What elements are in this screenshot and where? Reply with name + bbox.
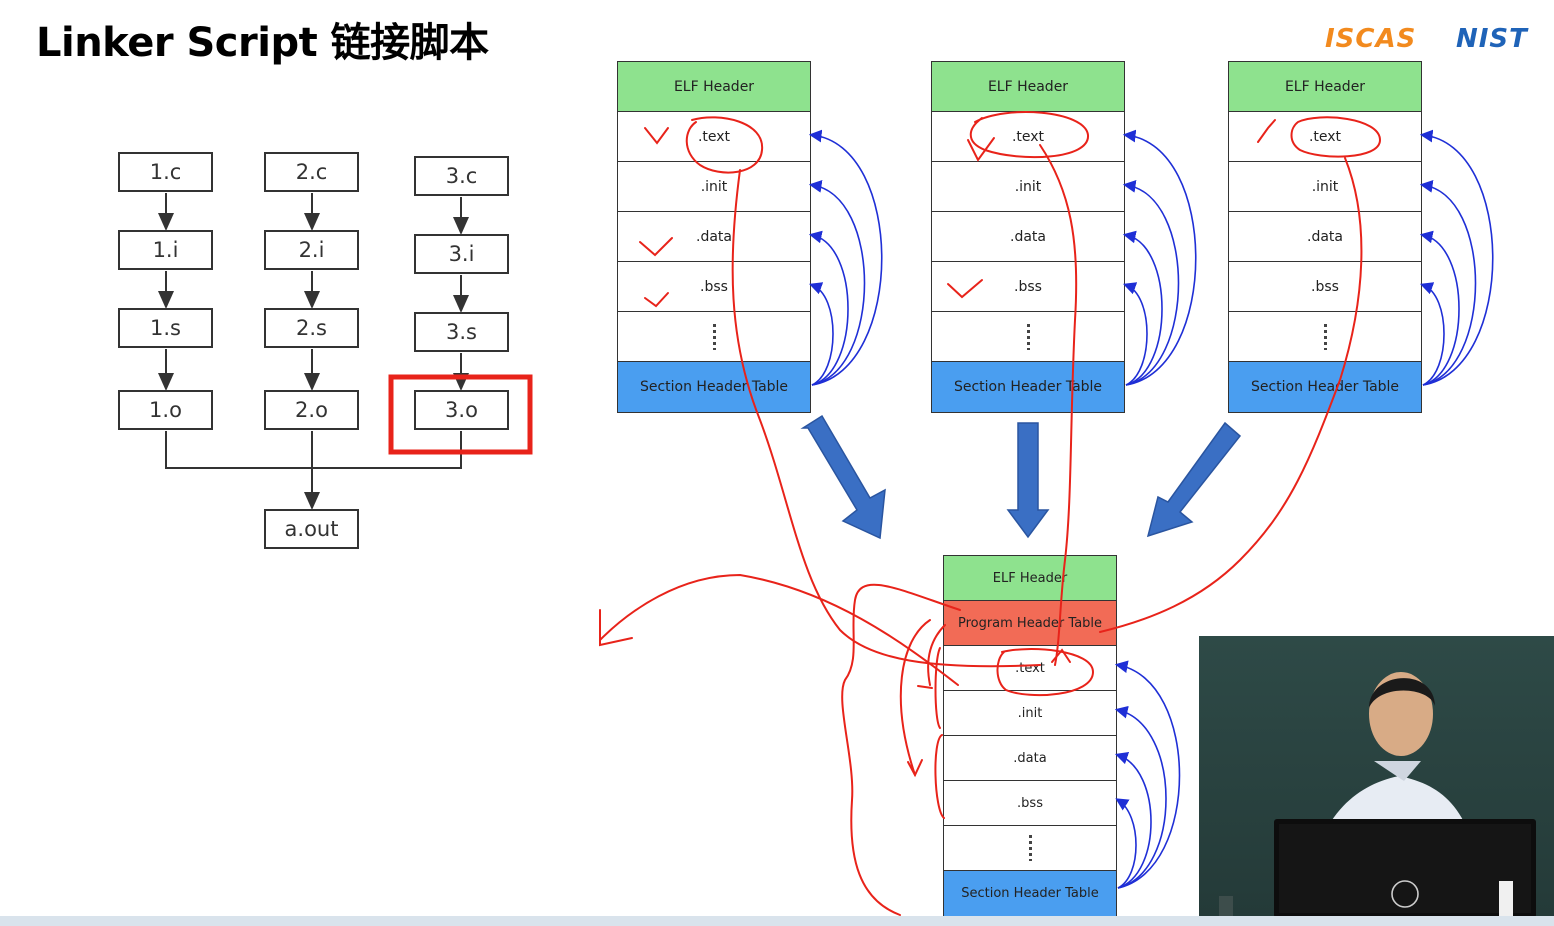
section-ellipsis	[618, 312, 810, 362]
section-data: .data	[944, 736, 1116, 781]
vertical-ellipsis-icon	[1026, 323, 1030, 350]
section-init: .init	[618, 162, 810, 212]
flow-node-1s: 1.s	[118, 308, 213, 348]
program-header-table: Program Header Table	[944, 601, 1116, 646]
flow-node-3c: 3.c	[414, 156, 509, 196]
vertical-ellipsis-icon	[712, 323, 716, 350]
flow-node-2c: 2.c	[264, 152, 359, 192]
elf-input-3: ELF Header .text .init .data .bss Sectio…	[1228, 61, 1422, 413]
section-text: .text	[932, 112, 1124, 162]
flow-node-1o: 1.o	[118, 390, 213, 430]
flow-node-3i: 3.i	[414, 234, 509, 274]
section-bss: .bss	[618, 262, 810, 312]
section-header-table: Section Header Table	[932, 362, 1124, 412]
elf-input-1: ELF Header .text .init .data .bss Sectio…	[617, 61, 811, 413]
iscas-logo: ISCAS	[1325, 24, 1417, 54]
merge-arrows	[800, 414, 1242, 540]
elf-header: ELF Header	[618, 62, 810, 112]
section-ellipsis	[932, 312, 1124, 362]
vertical-ellipsis-icon	[1323, 323, 1327, 350]
section-text: .text	[1229, 112, 1421, 162]
elf-header: ELF Header	[1229, 62, 1421, 112]
section-data: .data	[618, 212, 810, 262]
nist-logo: NIST	[1456, 24, 1528, 54]
pointer-arcs	[808, 129, 1494, 889]
section-text: .text	[618, 112, 810, 162]
vertical-ellipsis-icon	[1028, 835, 1032, 861]
section-header-table: Section Header Table	[944, 871, 1116, 916]
flow-node-2i: 2.i	[264, 230, 359, 270]
section-ellipsis	[1229, 312, 1421, 362]
section-init: .init	[944, 691, 1116, 736]
flow-node-2o: 2.o	[264, 390, 359, 430]
flow-node-2s: 2.s	[264, 308, 359, 348]
flow-node-1c: 1.c	[118, 152, 213, 192]
section-data: .data	[932, 212, 1124, 262]
page-title: Linker Script 链接脚本	[36, 20, 489, 66]
bottom-bar	[0, 916, 1554, 926]
presenter-icon	[1219, 672, 1536, 918]
section-bss: .bss	[932, 262, 1124, 312]
presenter-video	[1199, 636, 1554, 918]
flow-node-3o: 3.o	[414, 390, 509, 430]
flow-node-1i: 1.i	[118, 230, 213, 270]
section-ellipsis	[944, 826, 1116, 871]
elf-output: ELF Header Program Header Table .text .i…	[943, 555, 1117, 917]
section-header-table: Section Header Table	[618, 362, 810, 412]
flow-node-aout: a.out	[264, 509, 359, 549]
section-data: .data	[1229, 212, 1421, 262]
section-init: .init	[932, 162, 1124, 212]
section-init: .init	[1229, 162, 1421, 212]
elf-header: ELF Header	[944, 556, 1116, 601]
section-header-table: Section Header Table	[1229, 362, 1421, 412]
section-bss: .bss	[1229, 262, 1421, 312]
flow-node-3s: 3.s	[414, 312, 509, 352]
section-bss: .bss	[944, 781, 1116, 826]
highlight-box	[388, 374, 533, 455]
